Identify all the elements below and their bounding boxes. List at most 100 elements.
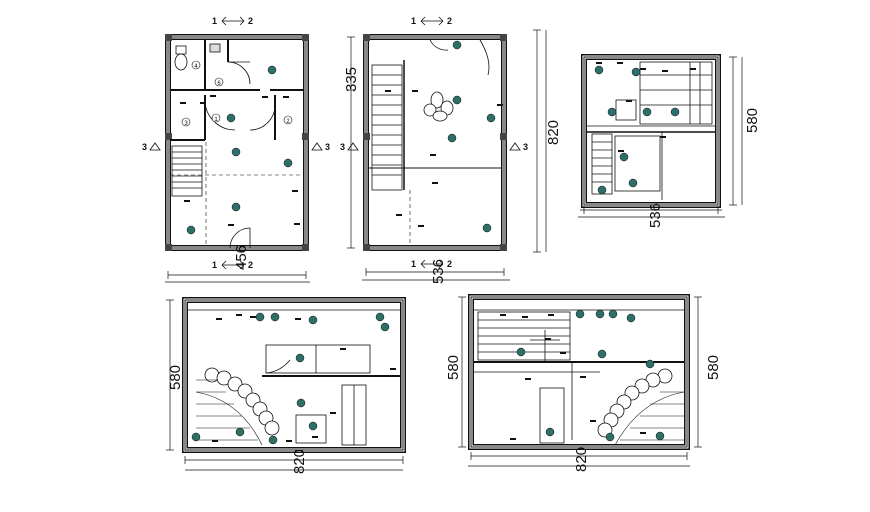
toilet [174, 43, 221, 71]
annotation-tag [640, 68, 646, 70]
room-tag-3: 3 [184, 121, 188, 127]
light-fixture-icon [597, 185, 607, 195]
svg-text:3: 3 [523, 142, 528, 152]
light-fixture-icon [452, 95, 462, 105]
svg-text:2: 2 [248, 16, 253, 26]
annotation-tag [385, 90, 391, 92]
outer-wall [165, 34, 309, 251]
spiral-stair-1 [204, 367, 280, 436]
light-fixture-icon [645, 359, 655, 369]
annotation-tag [184, 200, 190, 202]
annotation-tag [662, 70, 668, 72]
light-fixture-icon [545, 427, 555, 437]
section-elevation-1: 580 820 [166, 297, 406, 474]
annotation-tag [330, 412, 336, 414]
section-marker-right-2: 3 [509, 142, 528, 152]
dimension-820-section-1: 820 [291, 449, 308, 474]
light-fixture-icon [642, 107, 652, 117]
light-fixture-icon [595, 309, 605, 319]
annotation-tag [618, 150, 624, 152]
dimension-lines-3 [578, 56, 743, 218]
annotation-tag [626, 100, 632, 102]
light-fixture-icon [670, 107, 680, 117]
annotation-tag [660, 136, 666, 138]
light-fixture-icon [619, 152, 629, 162]
light-fixture-icon [631, 67, 641, 77]
room-tag-4: 4 [194, 64, 198, 70]
svg-text:2: 2 [447, 259, 452, 269]
stair-treads-2 [614, 391, 685, 446]
dimension-lines-right-2 [533, 29, 547, 253]
svg-text:1: 1 [411, 16, 416, 26]
light-fixture-icon [283, 158, 293, 168]
columns [165, 34, 309, 251]
annotation-tag [228, 224, 234, 226]
svg-text:1: 1 [411, 259, 416, 269]
annotation-tag [340, 348, 346, 350]
dimension-820: 820 [545, 120, 562, 145]
annotation-tag [560, 352, 566, 354]
light-fixture-icon [626, 313, 636, 323]
dimension-580-section-1: 580 [167, 365, 184, 390]
dimension-820-section-2: 820 [573, 447, 590, 472]
light-fixture-icon [380, 322, 390, 332]
light-fixture-icon [231, 202, 241, 212]
annotation-tag [250, 316, 256, 318]
staircase [171, 145, 203, 197]
section-marker-left: 3 [142, 142, 161, 152]
annotation-tag [617, 62, 623, 64]
section-marker-top-2: 1 2 [411, 16, 452, 26]
light-fixture-icon [268, 435, 278, 445]
annotation-tag [522, 316, 528, 318]
annotation-tag [312, 436, 318, 438]
beam-lines [170, 142, 304, 246]
annotation-tag [292, 190, 298, 192]
first-floor-interior [368, 167, 502, 246]
annotation-tag [497, 104, 503, 106]
light-fixture-icon [295, 353, 305, 363]
dimension-580-section-2-right: 580 [705, 355, 722, 380]
light-fixture-icon [516, 347, 526, 357]
annotation-tag [286, 440, 292, 442]
light-fixture-icon [597, 349, 607, 359]
annotation-tag [294, 223, 300, 225]
light-fixture-icon [270, 312, 280, 322]
svg-text:3: 3 [142, 142, 147, 152]
svg-text:1: 1 [212, 16, 217, 26]
annotation-tag [283, 96, 289, 98]
annotation-tag [690, 68, 696, 70]
terrace-details [587, 61, 715, 200]
light-fixture-icon [605, 432, 615, 442]
light-fixture-icon [594, 65, 604, 75]
dimension-536: 536 [430, 259, 447, 284]
annotation-tag [180, 102, 186, 104]
plant-symbol [423, 91, 454, 122]
annotation-tag [210, 95, 216, 97]
annotation-tag [500, 314, 506, 316]
section-marker-bottom-2: 1 2 [411, 259, 452, 269]
light-fixture-icon [628, 178, 638, 188]
svg-text:3: 3 [325, 142, 330, 152]
dimension-lines-left-2 [347, 36, 355, 249]
light-fixture-icon [607, 107, 617, 117]
light-fixture-icon [255, 312, 265, 322]
annotation-marks [180, 62, 696, 442]
light-fixture-icon [575, 309, 585, 319]
stair-treads-1 [195, 379, 263, 446]
dimension-580-terrace: 580 [744, 108, 761, 133]
terrace-plan: 580 536 [578, 54, 761, 228]
room-tag-6: 6 [217, 81, 221, 87]
dimension-456: 456 [233, 245, 250, 270]
light-fixture-icon [655, 431, 665, 441]
light-fixture-icon [447, 133, 457, 143]
svg-text:1: 1 [212, 260, 217, 270]
dimension-580-section-2-left: 580 [445, 355, 462, 380]
annotation-tag [412, 90, 418, 92]
light-fixture-icon [452, 40, 462, 50]
section-marker-bottom: 1 2 [212, 260, 253, 270]
section-1-details [188, 309, 400, 446]
annotation-tag [510, 438, 516, 440]
section-marker-right: 3 [311, 142, 330, 152]
annotation-tag [432, 182, 438, 184]
